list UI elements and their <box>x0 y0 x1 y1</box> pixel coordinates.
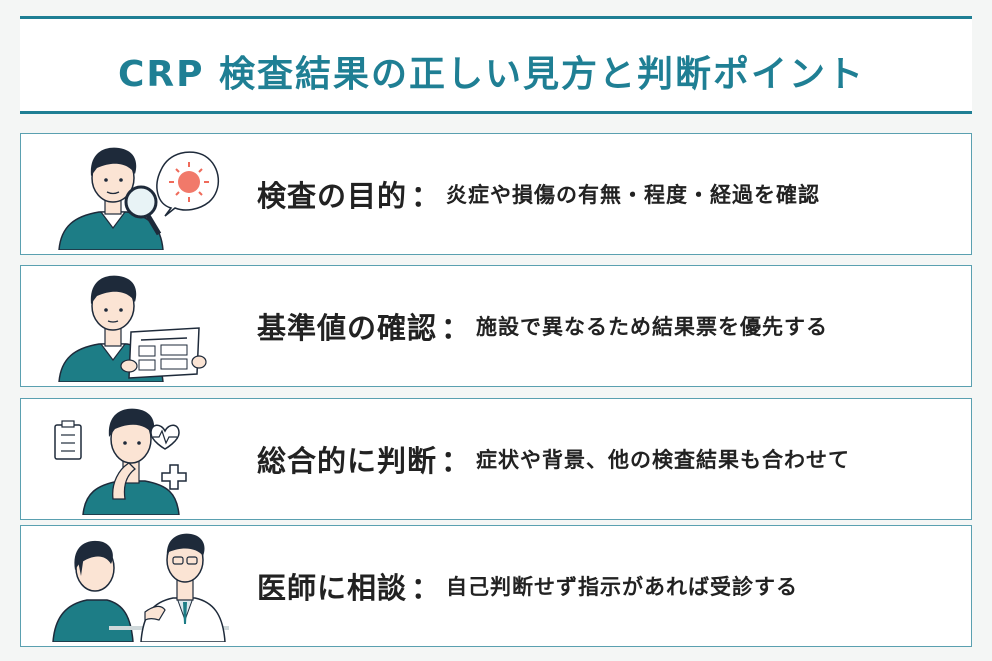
title-banner: CRP 検査結果の正しい見方と判断ポイント <box>20 16 972 114</box>
heart-rate-icon <box>150 424 180 450</box>
separator: ： <box>411 571 441 605</box>
point-heading: 検査の目的 <box>257 179 408 213</box>
point-heading: 基準値の確認 <box>257 311 438 345</box>
point-heading: 総合的に判断 <box>257 444 438 478</box>
point-heading: 医師に相談 <box>257 571 408 605</box>
medical-cross-icon <box>161 464 187 490</box>
person-thinking-icon <box>54 408 187 515</box>
point-card-purpose: 検査の目的 ： 炎症や損傷の有無・程度・経過を確認 <box>20 133 972 255</box>
point-card-reference-range: 基準値の確認 ： 施設で異なるため結果票を優先する <box>20 265 972 387</box>
point-description: 炎症や損傷の有無・程度・経過を確認 <box>446 183 821 207</box>
doctor-icon <box>140 533 226 642</box>
person-magnifier-icon <box>58 147 219 250</box>
person-reading-report-icon <box>58 275 207 382</box>
point-card-overall-judgment: 総合的に判断 ： 症状や背景、他の検査結果も合わせて <box>20 398 972 520</box>
point-description: 症状や背景、他の検査結果も合わせて <box>476 448 851 472</box>
separator: ： <box>441 444 471 478</box>
patient-icon <box>52 540 134 642</box>
point-card-consult-doctor: 医師に相談 ： 自己判断せず指示があれば受診する <box>20 525 972 647</box>
separator: ： <box>411 179 441 213</box>
separator: ： <box>441 311 471 345</box>
point-description: 自己判断せず指示があれば受診する <box>446 575 799 599</box>
page-title: CRP 検査結果の正しい見方と判断ポイント <box>118 54 866 95</box>
point-description: 施設で異なるため結果票を優先する <box>476 315 829 339</box>
clipboard-icon <box>54 420 82 460</box>
inflammation-bubble-icon <box>178 171 200 193</box>
